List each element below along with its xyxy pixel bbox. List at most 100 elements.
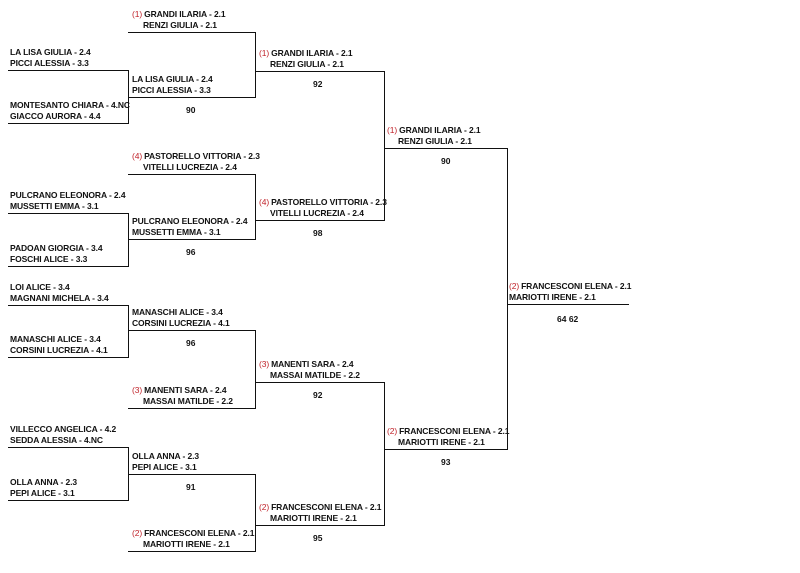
player-line-2: MASSAI MATILDE - 2.2 (132, 396, 233, 407)
bracket-line (255, 32, 256, 98)
player-line-2: VITELLI LUCREZIA - 2.4 (132, 162, 260, 173)
player-name: PADOAN GIORGIA - 3.4 (10, 243, 103, 253)
player-line-1: (1)GRANDI ILARIA - 2.1 (387, 125, 481, 136)
player-line-2: MARIOTTI IRENE - 2.1 (387, 437, 509, 448)
bracket-line (128, 70, 129, 124)
bracket-line (8, 500, 128, 501)
player-line-1: OLLA ANNA - 2.3 (132, 451, 199, 462)
player-line-1: (2)FRANCESCONI ELENA - 2.1 (259, 502, 381, 513)
seed-label: (1) (387, 125, 398, 135)
bracket-line (8, 305, 128, 306)
player-name: RENZI GIULIA - 2.1 (270, 59, 344, 69)
player-name: MUSSETTI EMMA - 3.1 (10, 201, 99, 211)
match-score: 95 (313, 533, 323, 543)
bracket-line (8, 70, 128, 71)
player-line-1: (2)FRANCESCONI ELENA - 2.1 (387, 426, 509, 437)
match-score: 96 (186, 247, 196, 257)
seed-label: (4) (259, 197, 270, 207)
player-line-2: RENZI GIULIA - 2.1 (387, 136, 480, 147)
bracket-line (8, 266, 128, 267)
player-name: FRANCESCONI ELENA - 2.1 (399, 426, 510, 436)
match-score: 90 (441, 156, 451, 166)
player-name: OLLA ANNA - 2.3 (132, 451, 199, 461)
match-score: 98 (313, 228, 323, 238)
player-name: MANASCHI ALICE - 3.4 (10, 334, 101, 344)
bracket-line (384, 71, 385, 221)
bracket-line (255, 382, 384, 383)
player-name: PASTORELLO VITTORIA - 2.3 (144, 151, 260, 161)
player-name: RENZI GIULIA - 2.1 (398, 136, 472, 146)
player-name: MANENTI SARA - 2.4 (271, 359, 354, 369)
player-line-1: PULCRANO ELEONORA - 2.4 (10, 190, 126, 201)
player-line-1: VILLECCO ANGELICA - 4.2 (10, 424, 116, 435)
player-line-2: MASSAI MATILDE - 2.2 (259, 370, 360, 381)
player-line-1: (2)FRANCESCONI ELENA - 2.1 (509, 281, 631, 292)
player-name: SEDDA ALESSIA - 4.NC (10, 435, 103, 445)
player-name: MASSAI MATILDE - 2.2 (143, 396, 233, 406)
bracket-line (128, 305, 129, 358)
player-name: MAGNANI MICHELA - 3.4 (10, 293, 109, 303)
player-name: VITELLI LUCREZIA - 2.4 (143, 162, 237, 172)
player-line-2: MARIOTTI IRENE - 2.1 (259, 513, 381, 524)
player-name: MARIOTTI IRENE - 2.1 (143, 539, 230, 549)
player-line-2: MAGNANI MICHELA - 3.4 (10, 293, 109, 304)
player-name: CORSINI LUCREZIA - 4.1 (132, 318, 230, 328)
seed-label: (1) (132, 9, 143, 19)
player-line-1: MANASCHI ALICE - 3.4 (132, 307, 230, 318)
bracket-line (128, 447, 129, 501)
player-name: PULCRANO ELEONORA - 2.4 (132, 216, 248, 226)
seed-label: (4) (132, 151, 143, 161)
bracket-line (507, 304, 629, 305)
bracket-line (255, 220, 384, 221)
player-name: MASSAI MATILDE - 2.2 (270, 370, 360, 380)
player-name: PEPI ALICE - 3.1 (10, 488, 75, 498)
player-name: CORSINI LUCREZIA - 4.1 (10, 345, 108, 355)
bracket-line (384, 382, 385, 526)
player-name: GRANDI ILARIA - 2.1 (399, 125, 481, 135)
player-name: FOSCHI ALICE - 3.3 (10, 254, 88, 264)
seed-label: (1) (259, 48, 270, 58)
match-score: 96 (186, 338, 196, 348)
player-line-2: RENZI GIULIA - 2.1 (132, 20, 225, 31)
player-line-1: LA LISA GIULIA - 2.4 (132, 74, 213, 85)
bracket-line (128, 32, 255, 33)
player-line-1: PULCRANO ELEONORA - 2.4 (132, 216, 248, 227)
match-score: 90 (186, 105, 196, 115)
player-name: GRANDI ILARIA - 2.1 (144, 9, 226, 19)
player-name: MUSSETTI EMMA - 3.1 (132, 227, 221, 237)
player-line-1: MANASCHI ALICE - 3.4 (10, 334, 108, 345)
player-line-2: VITELLI LUCREZIA - 2.4 (259, 208, 387, 219)
player-name: FRANCESCONI ELENA - 2.1 (271, 502, 382, 512)
player-name: LOI ALICE - 3.4 (10, 282, 70, 292)
seed-label: (3) (132, 385, 143, 395)
player-line-2: RENZI GIULIA - 2.1 (259, 59, 352, 70)
player-name: GRANDI ILARIA - 2.1 (271, 48, 353, 58)
player-line-2: FOSCHI ALICE - 3.3 (10, 254, 102, 265)
bracket-line (384, 449, 507, 450)
bracket-line (128, 97, 255, 98)
player-line-1: (2)FRANCESCONI ELENA - 2.1 (132, 528, 254, 539)
player-line-2: MARIOTTI IRENE - 2.1 (132, 539, 254, 550)
player-line-2: PEPI ALICE - 3.1 (132, 462, 199, 473)
seed-label: (2) (259, 502, 270, 512)
bracket-line (128, 330, 255, 331)
bracket-line (128, 239, 255, 240)
player-line-1: (4)PASTORELLO VITTORIA - 2.3 (132, 151, 260, 162)
